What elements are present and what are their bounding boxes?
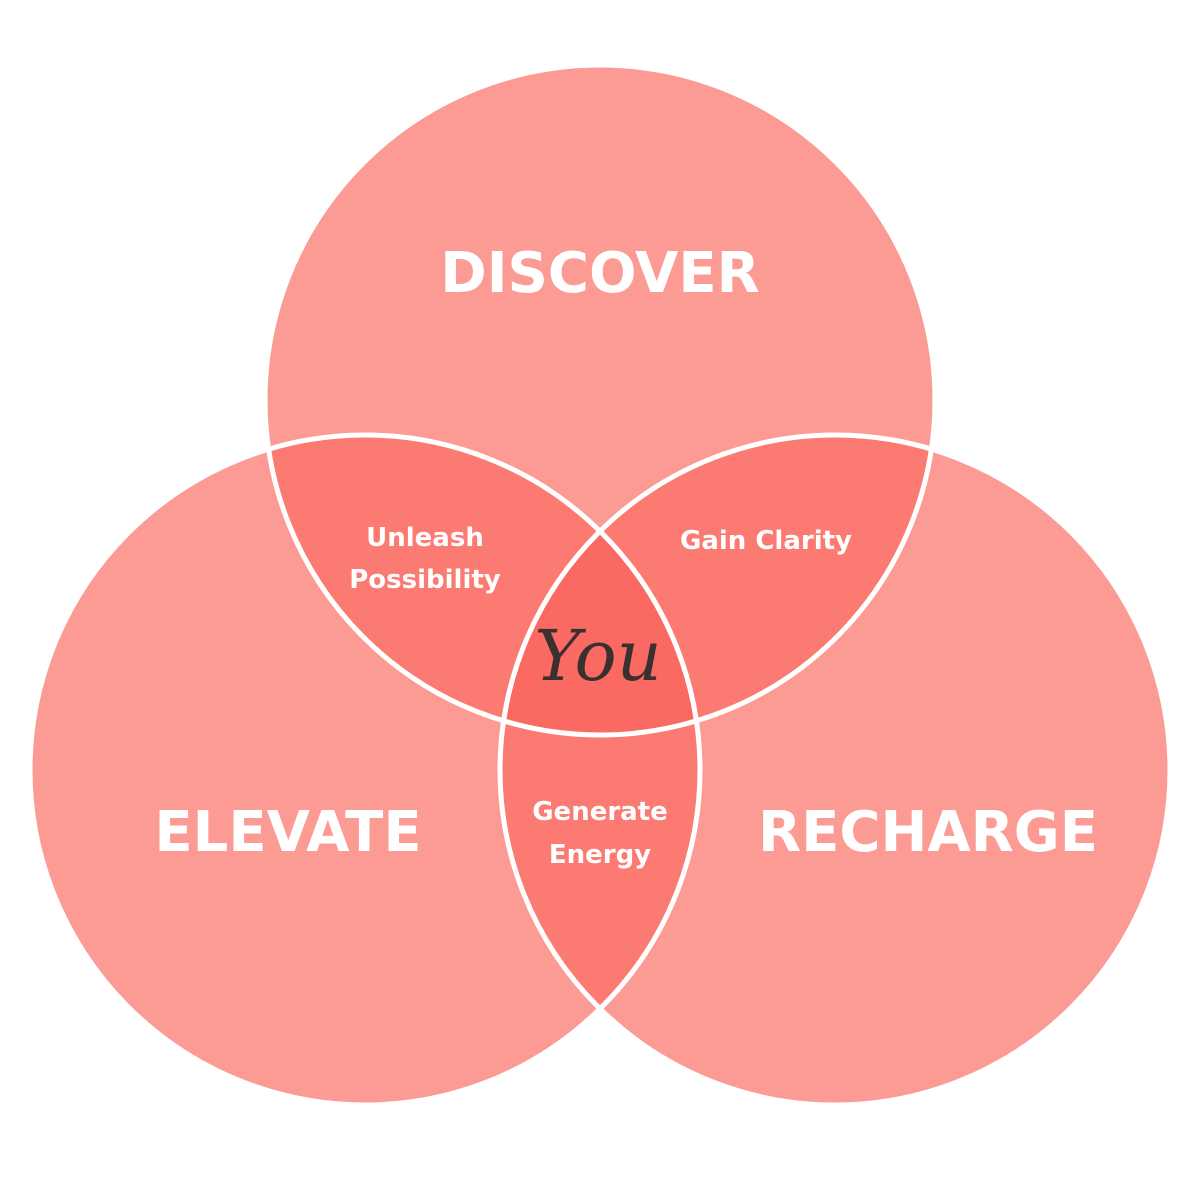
- label-unleash-line1: Unleash: [366, 523, 484, 553]
- overlap-discover-elevate: [265, 435, 700, 735]
- label-gain-clarity: Gain Clarity: [680, 526, 852, 556]
- label-you: You: [534, 615, 661, 697]
- label-discover: DISCOVER: [440, 241, 760, 306]
- label-generate-line1: Generate: [532, 797, 668, 827]
- label-generate-line2: Energy: [549, 840, 651, 870]
- circle-outline-left: [27, 432, 703, 1108]
- circle-outline-top: [262, 62, 938, 738]
- label-recharge: RECHARGE: [758, 800, 1098, 865]
- circle-outline-right: [497, 432, 1173, 1108]
- overlap-discover-recharge: [500, 435, 935, 735]
- label-elevate: ELEVATE: [154, 800, 421, 865]
- label-unleash-line2: Possibility: [349, 565, 501, 595]
